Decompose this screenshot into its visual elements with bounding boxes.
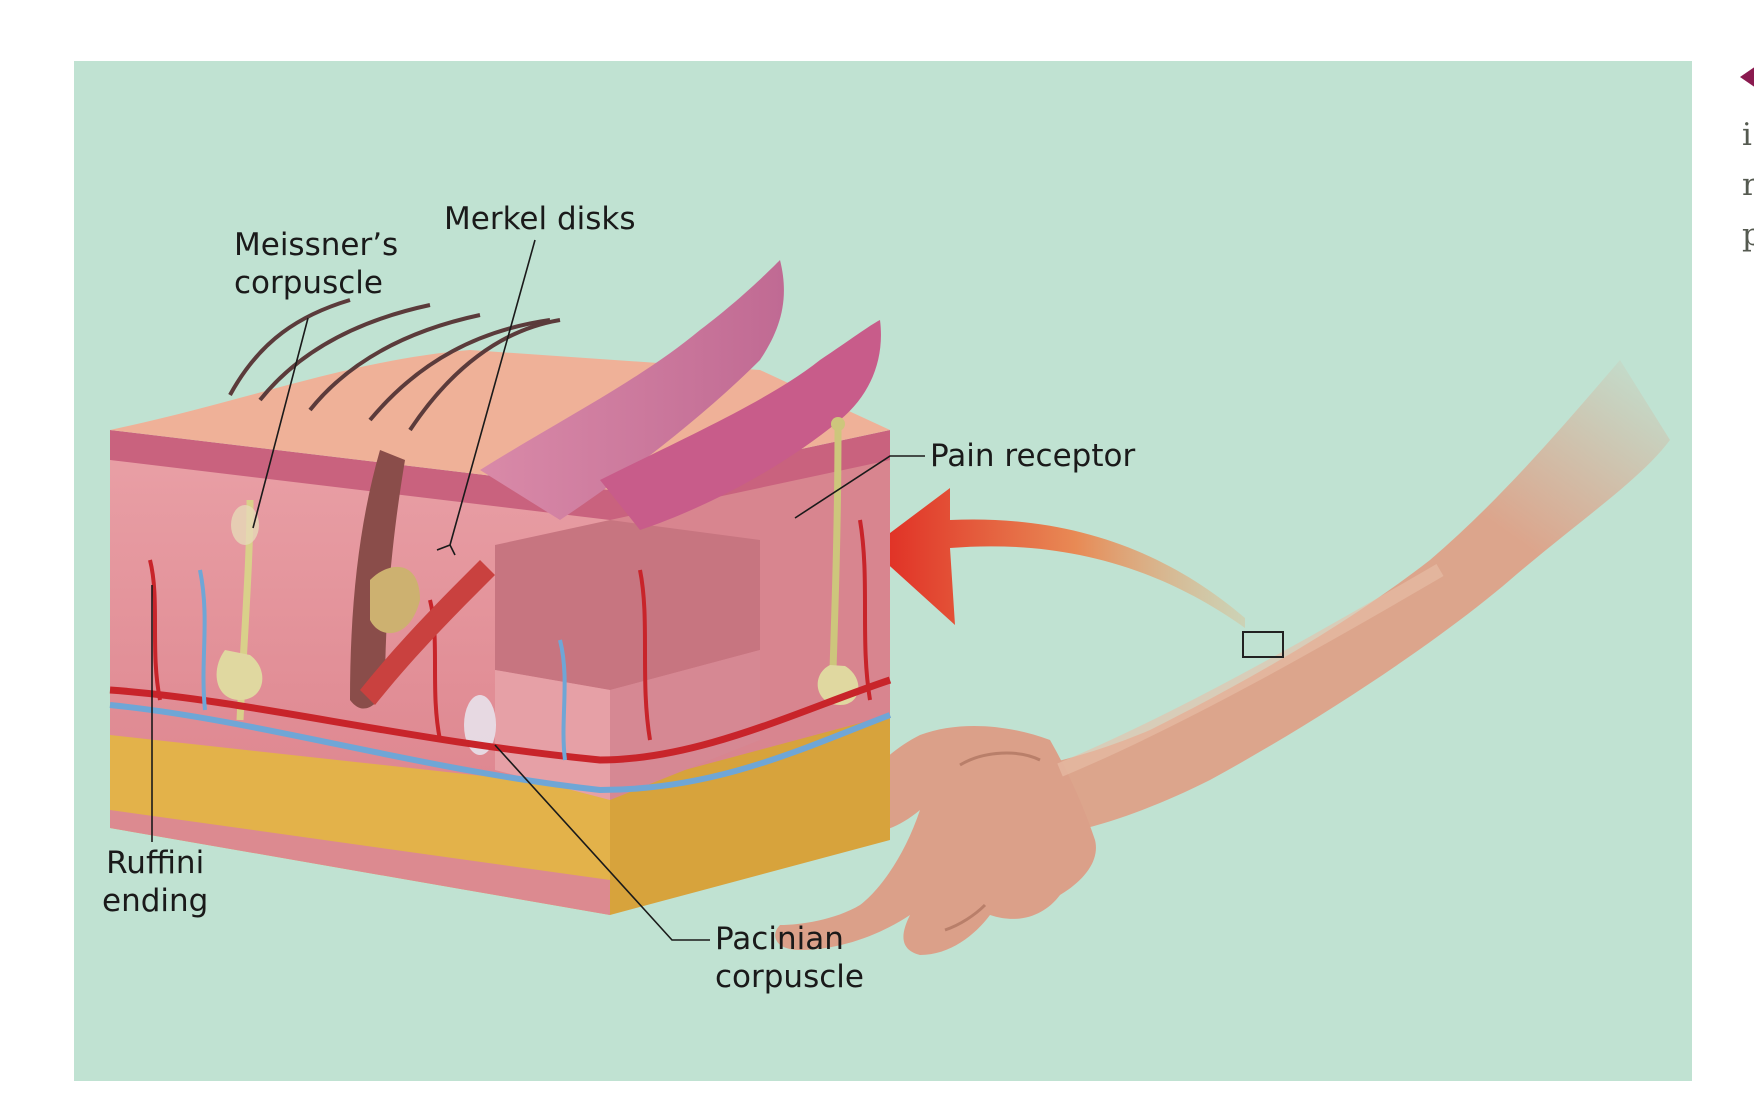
label-merkel-disks: Merkel disks [444,201,636,237]
pacinian-leader [494,744,710,941]
sample-area-box [1242,631,1284,658]
caption-fragment-line-2: r [1742,167,1754,203]
caption-marker-icon [1740,66,1754,88]
label-meissners-corpuscle: Meissner’s corpuscle [234,227,399,301]
label-pacinian-corpuscle: Pacinian corpuscle [715,921,864,995]
label-ruffini-ending: Ruffini ending [102,845,209,919]
arm [775,360,1670,955]
pain-receptor-leader [794,455,925,519]
meissner-leader [252,317,309,529]
zoom-arrow [870,488,1245,628]
skin-block [109,260,892,915]
caption-fragment-line-3: p [1742,217,1754,253]
caption-fragment-line-1: i [1742,117,1752,153]
leader-lines [151,239,925,941]
label-pain-receptor: Pain receptor [930,438,1136,474]
